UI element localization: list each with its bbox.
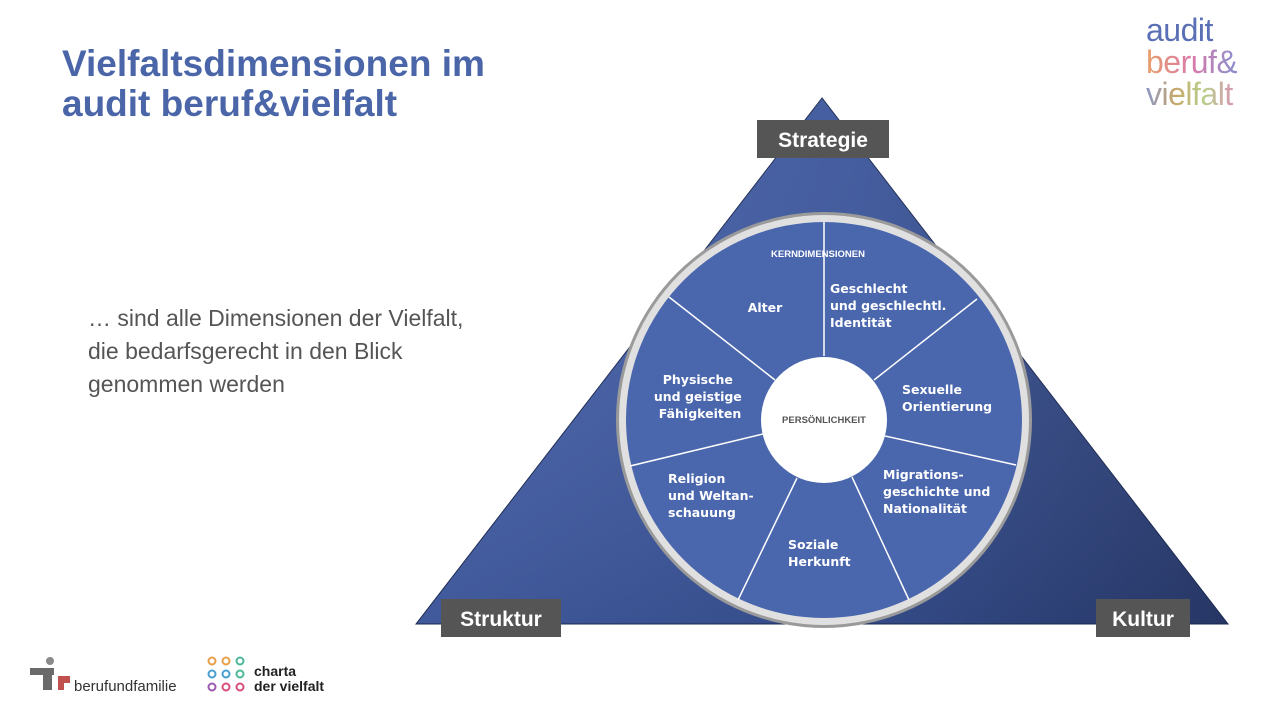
divider-lower-right bbox=[851, 476, 910, 601]
berufundfamilie-logo-icon bbox=[30, 657, 70, 690]
segment-abilities: Physische und geistige Fähigkeiten bbox=[654, 372, 746, 421]
intro-text: … sind alle Dimensionen der Vielfalt, di… bbox=[88, 302, 548, 401]
divider-lower-left bbox=[737, 477, 798, 601]
berufundfamilie-logo-text: berufundfamilie bbox=[74, 678, 177, 695]
divider-upper-right bbox=[873, 298, 978, 381]
audit-logo: audit beruf& vielfalt bbox=[1146, 14, 1280, 110]
charta-logo-text: charta der vielfalt bbox=[254, 664, 324, 694]
segment-dividers bbox=[629, 222, 1017, 601]
intro-line-3: genommen werden bbox=[88, 371, 285, 397]
audit-logo-line-3: vielfalt bbox=[1146, 76, 1233, 112]
segment-gender: Geschlecht und geschlechtl. Identität bbox=[830, 281, 951, 330]
audit-logo-line-1: audit bbox=[1146, 12, 1213, 48]
label-structure-box bbox=[441, 599, 561, 637]
label-strategy-box bbox=[757, 120, 889, 158]
title-line-2: audit beruf&vielfalt bbox=[62, 83, 398, 124]
page-title: Vielfaltsdimensionen im audit beruf&viel… bbox=[62, 44, 485, 124]
segment-labels: Alter Geschlecht und geschlechtl. Identi… bbox=[654, 281, 995, 569]
divider-right bbox=[884, 435, 1017, 466]
segment-age: Alter bbox=[748, 300, 783, 315]
charta-line-1: charta bbox=[254, 663, 297, 679]
segment-social-origin: Soziale Herkunft bbox=[788, 537, 851, 569]
charta-logo-dots-icon bbox=[207, 656, 245, 692]
core-dimensions-heading: KERNDIMENSIONEN bbox=[771, 249, 865, 260]
label-culture-box bbox=[1096, 599, 1190, 637]
label-strategy: Strategie bbox=[757, 120, 889, 158]
personality-label: PERSÖNLICHKEIT bbox=[782, 415, 866, 426]
personality-core bbox=[761, 357, 887, 483]
label-culture-text: Kultur bbox=[1112, 608, 1174, 631]
audit-logo-line-2: beruf& bbox=[1146, 44, 1238, 80]
divider-left bbox=[629, 433, 764, 467]
label-strategy-text: Strategie bbox=[778, 129, 868, 152]
intro-line-2: die bedarfsgerecht in den Blick bbox=[88, 338, 403, 364]
charta-line-2: der vielfalt bbox=[254, 678, 325, 694]
title-line-1: Vielfaltsdimensionen im bbox=[62, 43, 485, 84]
segment-migration: Migrations- geschichte und Nationalität bbox=[883, 467, 995, 516]
label-structure-text: Struktur bbox=[460, 608, 542, 631]
label-structure: Struktur bbox=[441, 599, 561, 637]
label-culture: Kultur bbox=[1096, 599, 1190, 637]
segment-sexual-orientation: Sexuelle Orientierung bbox=[902, 382, 992, 414]
divider-upper-left bbox=[668, 296, 776, 381]
segment-religion: Religion und Weltan- schauung bbox=[668, 471, 758, 520]
intro-line-1: … sind alle Dimensionen der Vielfalt, bbox=[88, 305, 464, 331]
